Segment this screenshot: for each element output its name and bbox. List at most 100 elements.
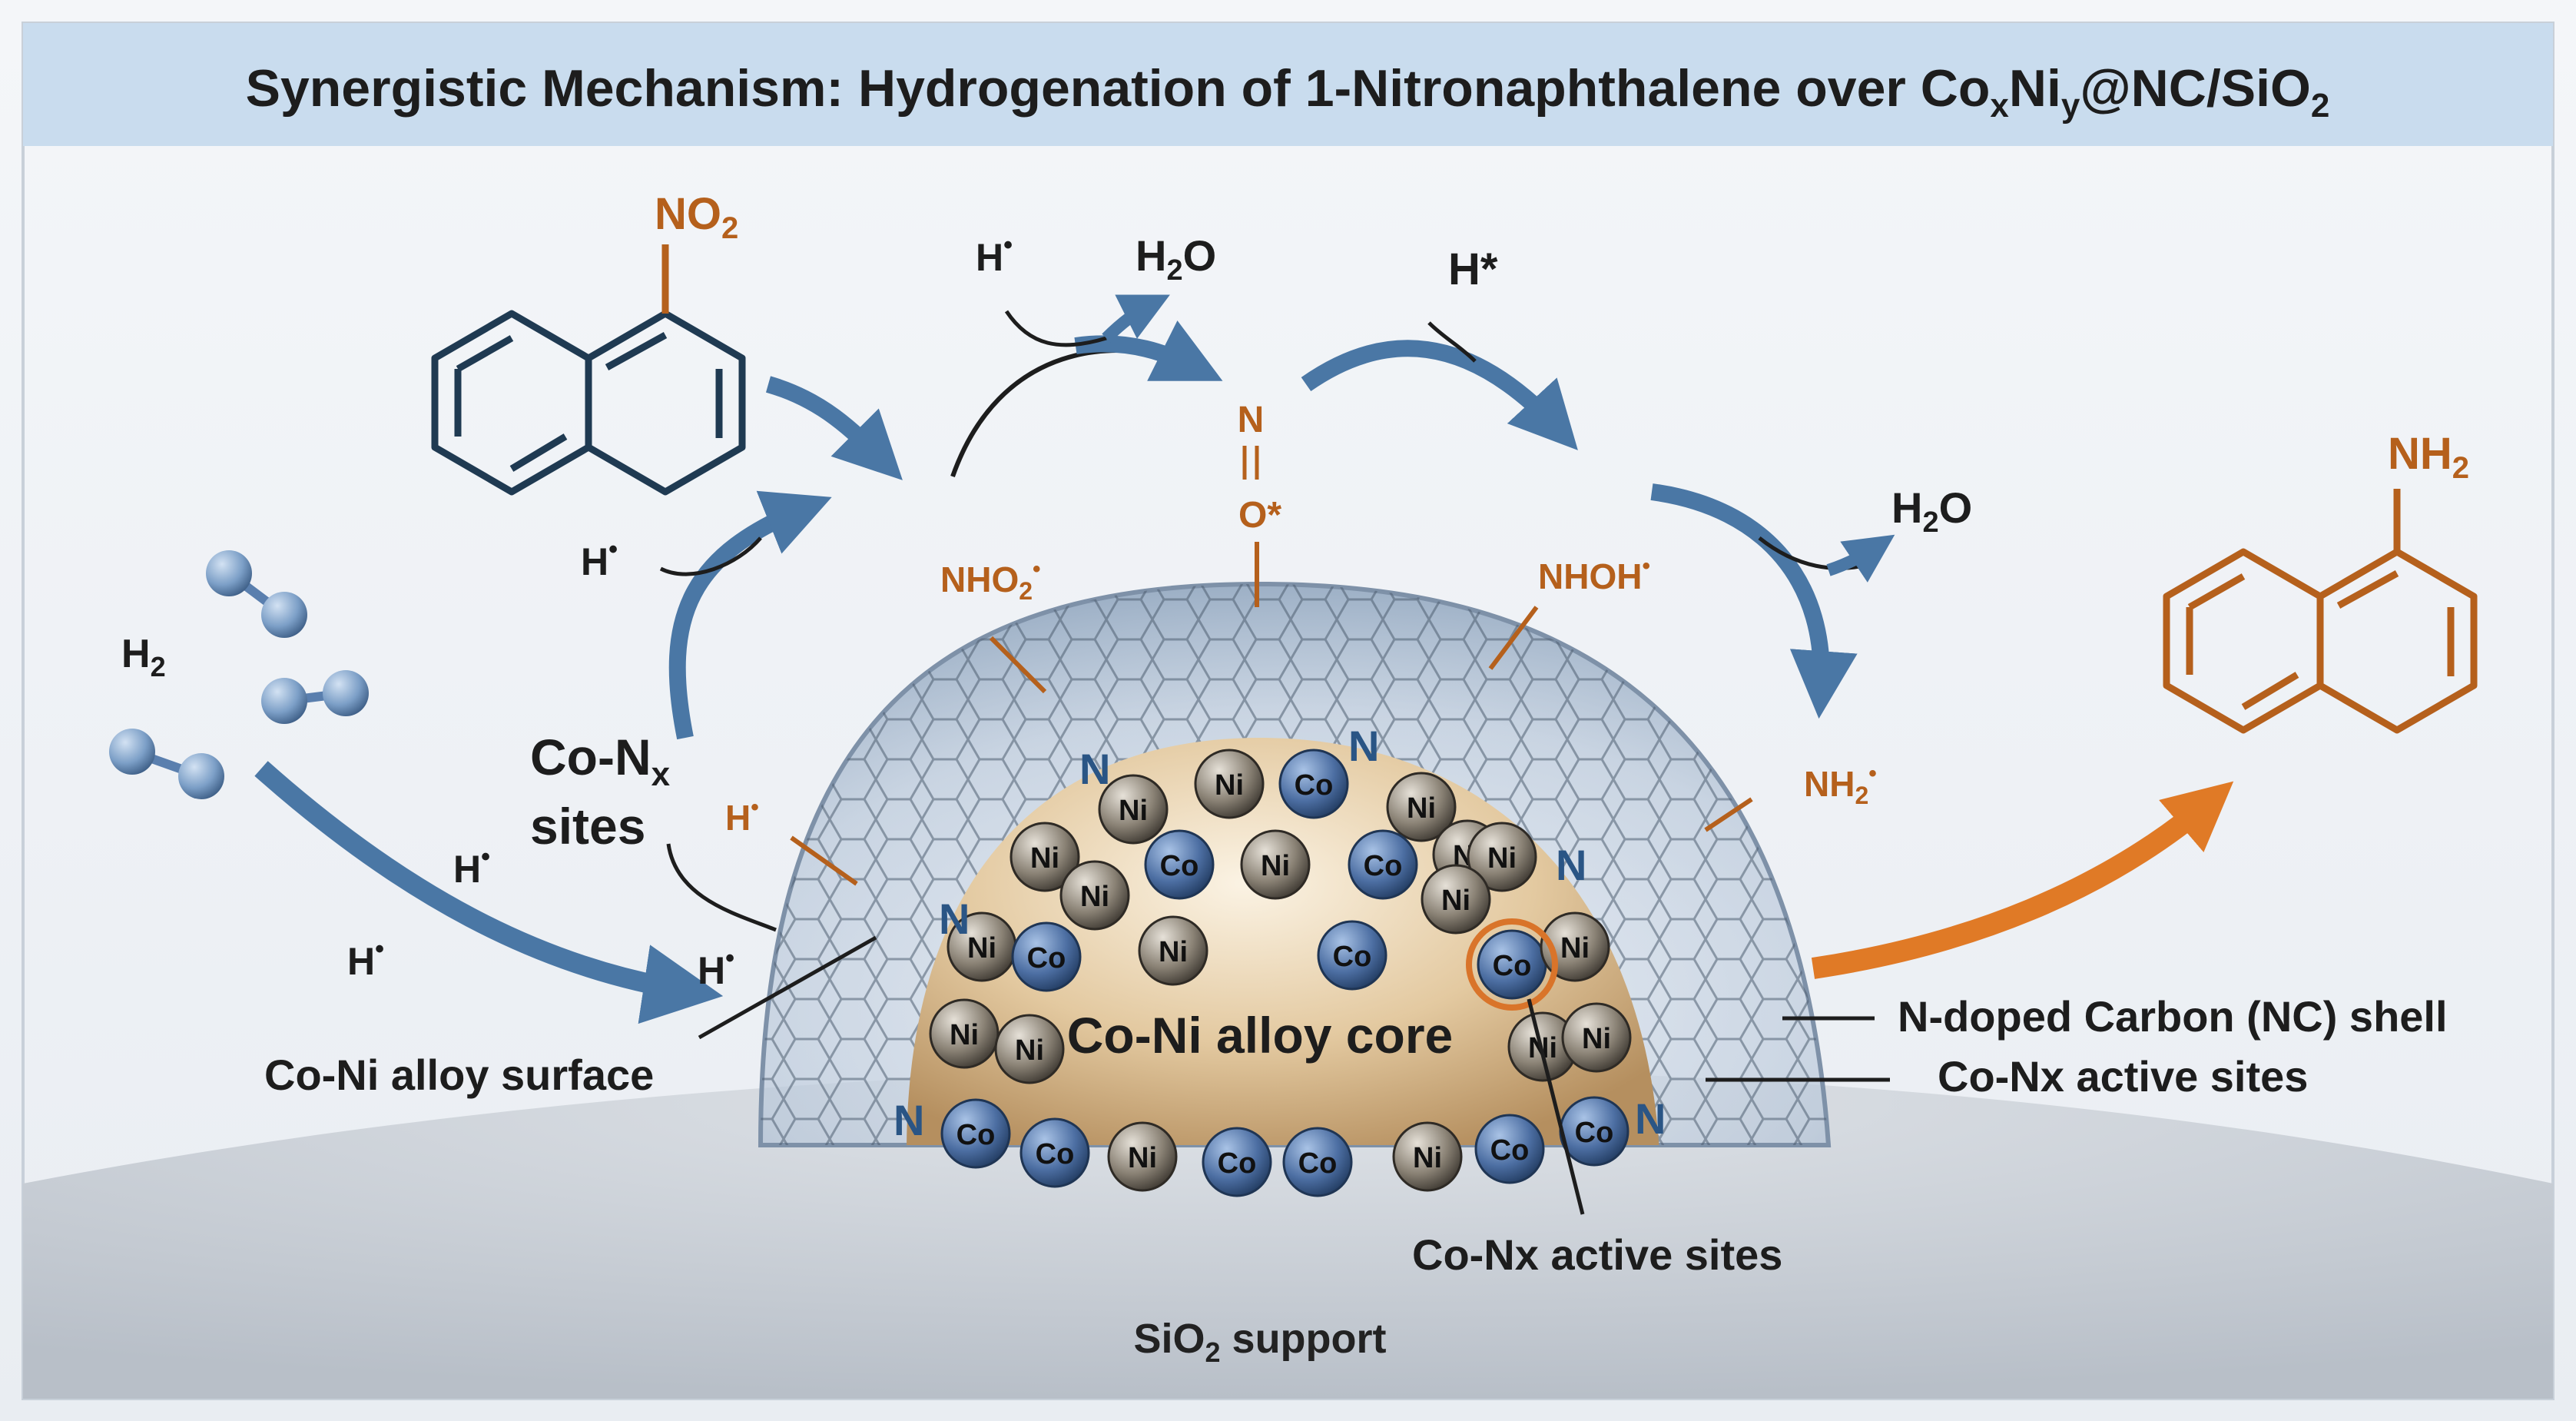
co-atom-label: Co [1295, 769, 1334, 802]
nitroso-o: O* [1238, 495, 1281, 536]
step1-water-arrow [1102, 294, 1170, 343]
product-group: NH2 [2388, 429, 2469, 485]
reactant-group: NO2 [655, 189, 738, 245]
h-star-orange: H• [725, 795, 759, 838]
n-dopant: N [893, 1096, 924, 1144]
ni-atom-label: Ni [1159, 936, 1188, 968]
ni-atom-label: Ni [1215, 769, 1244, 802]
co-atom [1282, 1127, 1353, 1197]
ni-atom-label: Ni [1119, 795, 1148, 827]
ni-atom [1240, 829, 1311, 900]
conx-active-right: Co-Nx active sites [1938, 1052, 2308, 1101]
h-star-bold: H* [1448, 244, 1498, 294]
ni-atom-label: Ni [1487, 842, 1517, 875]
svg-text:H•: H• [976, 231, 1013, 279]
step1-h-line [1004, 310, 1107, 347]
ni-atom-label: Ni [1413, 1142, 1442, 1174]
co-atom [1202, 1127, 1272, 1197]
svg-text:H•: H• [581, 535, 618, 583]
h-star-labels: H• H• H• H• H• [347, 231, 1013, 992]
ni-atom [1138, 915, 1208, 986]
conx-bottom-leader [1527, 998, 1585, 1215]
alloy-core-label: Co-Ni alloy core [1067, 1007, 1453, 1064]
alloy-atoms: NiNiCoNiNiCoNiCoNiNiNiNiNiCoNiCoCoNiNiNi… [929, 749, 1632, 1197]
n-dopant: N [1556, 841, 1586, 889]
conx-sites-leader [666, 843, 777, 932]
ni-atom-label: Ni [967, 932, 996, 964]
svg-text:H•: H• [453, 842, 490, 891]
co-atom [1144, 829, 1215, 900]
reactant-molecule [431, 244, 746, 496]
title: Synergistic Mechanism: Hydrogenation of … [246, 59, 2330, 125]
step2-h-line [1427, 321, 1477, 363]
h2-label: H2 [121, 632, 166, 682]
ni-atom [1194, 749, 1265, 819]
highlighted-co-site [1466, 918, 1558, 1011]
co-atom-label: Co [1333, 941, 1372, 973]
ni-atom [994, 1014, 1065, 1084]
nitroso-n: N [1238, 400, 1265, 440]
co-atom [1474, 1114, 1545, 1184]
co-atom-label: Co [956, 1119, 996, 1151]
ni-atom-label: Ni [1080, 881, 1109, 913]
co-atom-label: Co [1298, 1147, 1338, 1180]
co-atom-label: Co [1160, 850, 1199, 882]
co-atom [1019, 1117, 1090, 1188]
co-atom [1348, 829, 1418, 900]
co-atom [1317, 920, 1387, 991]
ni-atom [1561, 1002, 1632, 1073]
n-dopant: N [1079, 745, 1110, 793]
conx-sites-label-2: sites [530, 798, 645, 855]
n-dopant: N [1348, 722, 1379, 770]
ni-atom [1010, 822, 1080, 892]
sio2-support [23, 1068, 2553, 1399]
ni-atom-label: Ni [1560, 932, 1590, 964]
nc-shell-label: N-doped Carbon (NC) shell [1898, 992, 2448, 1041]
ni-atom-label: Ni [1128, 1142, 1157, 1174]
alloy-surface-label: Co-Ni alloy surface [264, 1051, 654, 1099]
ni-atom-label: Ni [1030, 842, 1059, 875]
co-atom-label: Co [1575, 1117, 1614, 1149]
nh2-label: NH2• [1804, 761, 1877, 809]
ni-atom [1098, 774, 1169, 845]
ni-atom-label: Ni [1441, 885, 1470, 917]
co-atom-label: Co [1493, 950, 1532, 982]
nh2-leader [1704, 797, 1753, 832]
co-atom [940, 1098, 1011, 1169]
reactant-adsorption-arrow [765, 376, 903, 480]
ni-atom-label: Ni [1407, 792, 1436, 825]
ni-atom [1107, 1121, 1178, 1192]
conx-active-bottom: Co-Nx active sites [1412, 1230, 1782, 1279]
n-dopants: N N N N N N [893, 722, 1666, 1144]
step2-arrow [1301, 340, 1578, 450]
ni-atom [1540, 911, 1610, 982]
svg-text:H•: H• [347, 935, 384, 983]
h2-dissociation-arrow [254, 761, 724, 1024]
water-2: H2O [1891, 483, 1972, 539]
support-label: SiO2 support [1133, 1316, 1386, 1368]
svg-text:H•: H• [698, 944, 734, 992]
step3-arrow [1650, 483, 1858, 719]
ni-atom [1421, 864, 1491, 935]
nhoh-leader [1488, 606, 1539, 670]
n-dopant: N [1635, 1094, 1666, 1143]
h2-molecules [109, 550, 369, 799]
water-1: H2O [1135, 231, 1216, 287]
conx-sites-label: Co-Nx [530, 729, 671, 793]
co-atom-label: Co [1490, 1134, 1530, 1167]
co-atom [1278, 749, 1349, 819]
co-atom-label: Co [1364, 850, 1403, 882]
ni-atom-label: Ni [1261, 850, 1290, 882]
ni-atom-label: Ni [1015, 1034, 1044, 1067]
h-star-leader [790, 835, 858, 886]
co-atom-label: Co [1036, 1138, 1075, 1170]
co-atom-label: Co [1218, 1147, 1257, 1180]
ni-atom-label: Ni [950, 1019, 979, 1051]
ni-atom [1059, 860, 1130, 931]
nhoh-label: NHOH• [1538, 553, 1650, 596]
title-band [23, 23, 2553, 146]
nho2-label: NHO2• [940, 556, 1041, 605]
product-molecule [2163, 489, 2478, 734]
alloy-surface-leader [698, 935, 877, 1040]
